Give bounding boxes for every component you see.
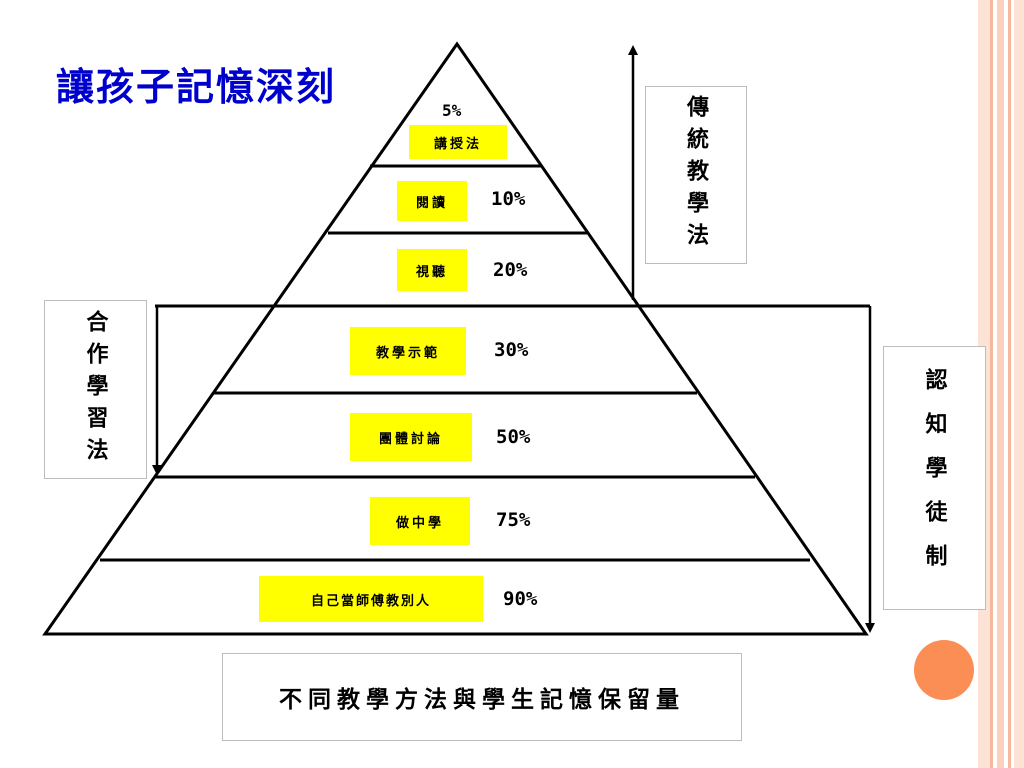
level-3-label: 視聽 — [397, 249, 467, 291]
cooperative-learning-label: 合作學習法 — [82, 309, 109, 470]
slide-title: 讓孩子記憶深刻 — [56, 64, 337, 109]
level-3-percent: 20% — [493, 259, 528, 281]
level-7-label: 自己當師傅教別人 — [259, 576, 483, 622]
level-1-label: 講授法 — [409, 125, 507, 159]
decor-stripe-5 — [1014, 0, 1024, 768]
level-4-label: 教學示範 — [350, 327, 466, 375]
level-1-percent: 5% — [442, 101, 462, 120]
traditional-teaching-label: 傳統教學法 — [683, 95, 709, 255]
level-2-percent: 10% — [491, 188, 526, 210]
cooperative-learning-box: 合作學習法 — [44, 300, 147, 479]
decor-stripe-2 — [990, 0, 993, 768]
decor-orange-dot — [914, 640, 974, 700]
cognitive-apprenticeship-label: 認知學徒制 — [921, 368, 948, 588]
level-4-percent: 30% — [494, 339, 529, 361]
diagram-caption: 不同教學方法與學生記憶保留量 — [222, 653, 742, 741]
decor-stripe-3 — [997, 0, 1004, 768]
level-7-percent: 90% — [503, 588, 538, 610]
cognitive-apprenticeship-box: 認知學徒制 — [883, 346, 986, 610]
traditional-teaching-box: 傳統教學法 — [645, 86, 747, 264]
level-6-label: 做中學 — [370, 497, 470, 545]
level-6-percent: 75% — [496, 509, 531, 531]
level-2-label: 閱讀 — [397, 181, 467, 221]
level-5-percent: 50% — [496, 426, 531, 448]
decor-stripe-4 — [1008, 0, 1011, 768]
level-5-label: 團體討論 — [350, 413, 472, 461]
